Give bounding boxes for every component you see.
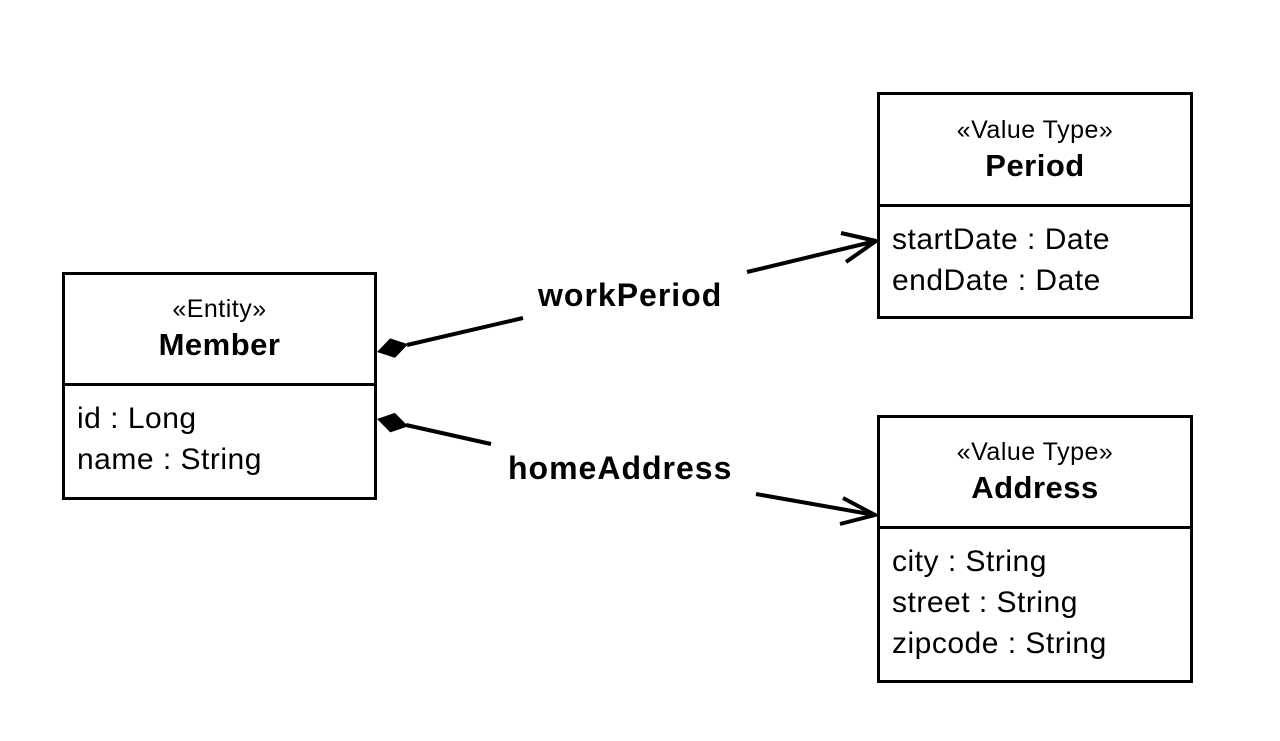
association-label-homeaddress: homeAddress bbox=[504, 450, 737, 487]
address-name-compartment: «Value Type» Address bbox=[880, 418, 1190, 529]
composition-diamond-icon bbox=[377, 412, 409, 433]
association-homeaddress-line-right bbox=[755, 492, 876, 517]
member-attribute: name : String bbox=[77, 443, 262, 476]
class-box-address: «Value Type» Address city : String stree… bbox=[877, 415, 1193, 683]
period-class-name: Period bbox=[985, 147, 1085, 183]
address-attribute: city : String bbox=[892, 545, 1047, 578]
association-homeaddress bbox=[377, 412, 881, 526]
association-homeaddress-line-left bbox=[405, 423, 492, 446]
member-stereotype: «Entity» bbox=[172, 295, 267, 323]
open-arrowhead-icon bbox=[839, 496, 881, 526]
period-attribute: endDate : Date bbox=[892, 264, 1101, 297]
period-name-compartment: «Value Type» Period bbox=[880, 95, 1190, 207]
association-workperiod bbox=[377, 231, 881, 358]
address-class-name: Address bbox=[971, 470, 1099, 505]
association-label-workperiod: workPeriod bbox=[534, 277, 727, 314]
association-workperiod-line-left bbox=[406, 316, 524, 347]
class-box-member: «Entity» Member id : Long name : String bbox=[62, 272, 377, 500]
address-stereotype: «Value Type» bbox=[956, 438, 1114, 466]
member-attribute-compartment: id : Long name : String bbox=[65, 386, 374, 497]
composition-diamond-icon bbox=[377, 338, 409, 358]
address-attribute: street : String bbox=[892, 586, 1078, 619]
period-stereotype: «Value Type» bbox=[956, 115, 1114, 144]
address-attribute: zipcode : String bbox=[892, 627, 1107, 660]
class-box-period: «Value Type» Period startDate : Date end… bbox=[877, 92, 1193, 319]
address-attribute-compartment: city : String street : String zipcode : … bbox=[880, 529, 1190, 680]
period-attribute: startDate : Date bbox=[892, 223, 1111, 256]
member-attribute: id : Long bbox=[77, 402, 197, 435]
member-name-compartment: «Entity» Member bbox=[65, 275, 374, 386]
period-attribute-compartment: startDate : Date endDate : Date bbox=[880, 207, 1190, 316]
open-arrowhead-icon bbox=[840, 231, 881, 264]
member-class-name: Member bbox=[158, 327, 281, 362]
association-workperiod-line-right bbox=[746, 239, 877, 274]
